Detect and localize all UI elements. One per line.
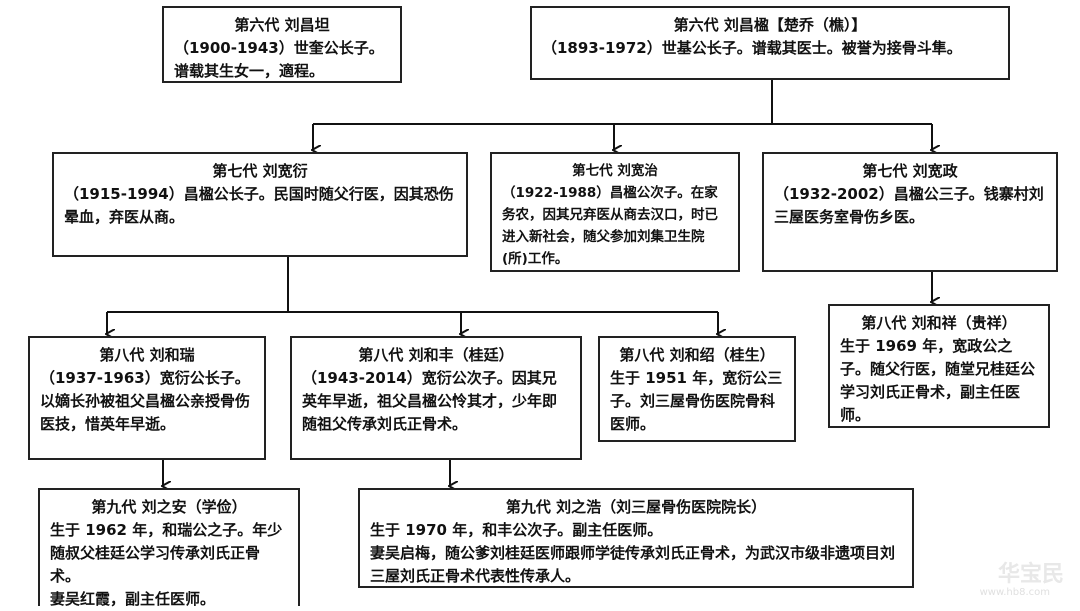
gen9-liu-zhian-box: 第九代 刘之安（学俭） 生于 1962 年，和瑞公之子。年少随叔父桂廷公学习传承… — [38, 488, 300, 608]
node-text: 生于 1962 年，和瑞公之子。年少随叔父桂廷公学习传承刘氏正骨术。 — [50, 521, 283, 585]
node-text: （1932-2002）昌楹公三子。钱寨村刘三屋医务室骨伤乡医。 — [774, 185, 1044, 226]
node-heading: 第七代 刘宽衍 — [212, 162, 308, 180]
node-heading: 第八代 刘和丰（桂廷） — [358, 346, 514, 364]
node-heading: 第八代 刘和祥（贵祥） — [861, 314, 1017, 332]
gen7-liu-kuanyan-box: 第七代 刘宽衍 （1915-1994）昌楹公长子。民国时随父行医，因其恐伤晕血，… — [52, 152, 468, 257]
node-text: （1893-1972）世基公长子。谱载其医士。被誉为接骨斗隼。 — [542, 39, 962, 57]
node-text: （1937-1963）宽衍公长子。以嫡长孙被祖父昌楹公亲授骨伤医技，惜英年早逝。 — [40, 369, 251, 433]
watermark-url: www.hb8.com — [979, 587, 1050, 598]
gen8-liu-hefeng-box: 第八代 刘和丰（桂廷） （1943-2014）宽衍公次子。因其兄英年早逝，祖父昌… — [290, 336, 582, 460]
connector-lines — [0, 80, 1080, 598]
node-heading: 第八代 刘和瑞 — [99, 346, 195, 364]
gen6-liu-changtan-box: 第六代 刘昌坦 （1900-1943）世奎公长子。谱载其生女一，適程。 — [162, 6, 402, 83]
node-heading: 第七代 刘宽政 — [862, 162, 958, 180]
node-text: 生于 1969 年，宽政公之子。随父行医，随堂兄桂廷公学习刘氏正骨术，副主任医师… — [840, 337, 1036, 424]
node-text-2: 妻吴启梅，随公爹刘桂廷医师跟师学徒传承刘氏正骨术，为武汉市级非遗项目刘三屋刘氏正… — [370, 544, 896, 585]
node-text: （1900-1943）世奎公长子。谱载其生女一，適程。 — [174, 39, 384, 80]
node-text: （1943-2014）宽衍公次子。因其兄英年早逝，祖父昌楹公怜其才，少年即随祖父… — [302, 369, 558, 433]
node-heading: 第六代 刘昌坦 — [234, 16, 330, 34]
node-text: 生于 1951 年，宽衍公三子。刘三屋骨伤医院骨科医师。 — [610, 369, 783, 433]
gen7-liu-kuanzhi-box: 第七代 刘宽治 （1922-1988）昌楹公次子。在家务农，因其兄弃医从商去汉口… — [490, 152, 740, 272]
watermark-logo: 华宝民 — [997, 562, 1064, 587]
node-text: （1922-1988）昌楹公次子。在家务农，因其兄弃医从商去汉口，时已进入新社会… — [502, 185, 718, 267]
node-heading: 第八代 刘和绍（桂生） — [619, 346, 775, 364]
gen8-liu-hexiang-box: 第八代 刘和祥（贵祥） 生于 1969 年，宽政公之子。随父行医，随堂兄桂廷公学… — [828, 304, 1050, 428]
node-heading: 第九代 刘之安（学俭） — [91, 498, 247, 516]
gen7-liu-kuanzheng-box: 第七代 刘宽政 （1932-2002）昌楹公三子。钱寨村刘三屋医务室骨伤乡医。 — [762, 152, 1058, 272]
gen8-liu-herui-box: 第八代 刘和瑞 （1937-1963）宽衍公长子。以嫡长孙被祖父昌楹公亲授骨伤医… — [28, 336, 266, 460]
node-extra-text: 妻吴红霞，副主任医师。 — [50, 590, 216, 608]
node-heading: 第七代 刘宽治 — [572, 163, 658, 179]
gen6-liu-changying-box: 第六代 刘昌楹【楚乔（樵）】 （1893-1972）世基公长子。谱载其医士。被誉… — [530, 6, 1010, 80]
node-text: 生于 1970 年，和丰公次子。副主任医师。 — [370, 521, 663, 539]
node-heading: 第六代 刘昌楹【楚乔（樵）】 — [673, 16, 867, 34]
node-heading: 第九代 刘之浩（刘三屋骨伤医院院长） — [505, 498, 767, 516]
gen9-liu-zhihao-box: 第九代 刘之浩（刘三屋骨伤医院院长） 生于 1970 年，和丰公次子。副主任医师… — [358, 488, 914, 588]
node-text: （1915-1994）昌楹公长子。民国时随父行医，因其恐伤晕血，弃医从商。 — [64, 185, 454, 226]
gen8-liu-heshao-box: 第八代 刘和绍（桂生） 生于 1951 年，宽衍公三子。刘三屋骨伤医院骨科医师。 — [598, 336, 796, 442]
